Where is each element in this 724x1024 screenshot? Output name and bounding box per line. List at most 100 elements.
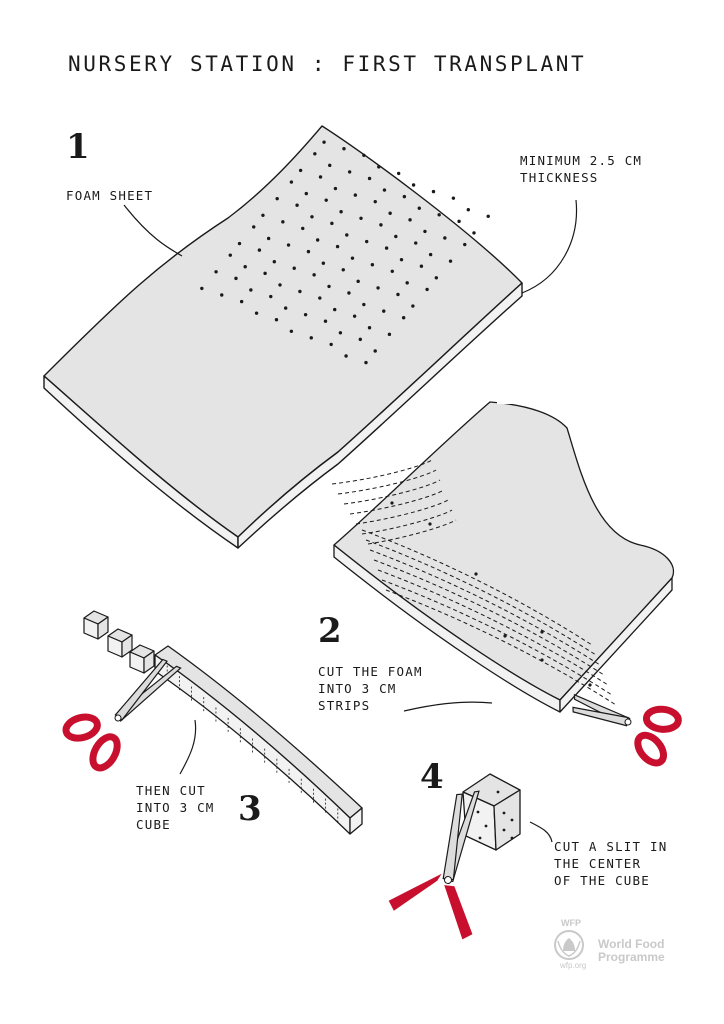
foam-hole xyxy=(263,272,266,275)
foam-hole xyxy=(316,238,319,241)
foam-hole xyxy=(503,634,506,637)
foam-hole xyxy=(333,308,336,311)
foam-hole xyxy=(383,188,386,191)
foam-hole xyxy=(356,280,359,283)
foam-hole xyxy=(330,222,333,225)
foam-hole xyxy=(278,283,281,286)
foam-hole xyxy=(354,193,357,196)
label-slit: CUT A SLIT IN THE CENTER OF THE CUBE xyxy=(554,838,667,889)
slit-leader xyxy=(530,822,552,842)
foam-hole xyxy=(229,253,232,256)
foam-hole xyxy=(334,187,337,190)
foam-hole xyxy=(255,311,258,314)
foam-hole xyxy=(318,296,321,299)
foam-hole xyxy=(319,175,322,178)
foam-hole xyxy=(503,829,506,832)
foam-hole xyxy=(293,267,296,270)
foam-hole xyxy=(429,253,432,256)
wfp-logo: WFP World Food Programme wfp.org xyxy=(552,918,692,974)
foam-hole xyxy=(477,811,480,814)
foam-hole xyxy=(281,220,284,223)
foam-hole xyxy=(588,683,591,686)
foam-hole xyxy=(249,288,252,291)
foam-hole xyxy=(347,291,350,294)
foam-hole xyxy=(220,293,223,296)
step-number-4: 4 xyxy=(420,760,444,794)
foam-hole xyxy=(390,501,393,504)
foam-hole xyxy=(540,658,543,661)
foam-hole xyxy=(345,233,348,236)
foam-hole xyxy=(376,286,379,289)
foam-hole xyxy=(485,825,488,828)
foam-hole xyxy=(385,246,388,249)
foam-hole xyxy=(312,273,315,276)
foam-hole xyxy=(243,265,246,268)
foam-hole xyxy=(362,154,365,157)
foam-hole xyxy=(402,316,405,319)
foam-hole xyxy=(342,147,345,150)
foam-hole xyxy=(423,230,426,233)
foam-hole xyxy=(388,333,391,336)
label-thickness: MINIMUM 2.5 CM THICKNESS xyxy=(520,152,642,186)
foam-hole xyxy=(362,303,365,306)
foam-hole xyxy=(414,241,417,244)
foam-hole xyxy=(463,243,466,246)
foam-hole xyxy=(374,200,377,203)
foam-hole xyxy=(432,190,435,193)
foam-hole xyxy=(304,313,307,316)
foam-hole xyxy=(408,218,411,221)
foam-hole xyxy=(411,304,414,307)
foam-hole xyxy=(267,237,270,240)
foam-hole xyxy=(511,819,514,822)
foam-hole xyxy=(359,338,362,341)
foam-hole xyxy=(284,306,287,309)
foam-hole xyxy=(339,210,342,213)
foam-hole xyxy=(479,837,482,840)
foam-hole xyxy=(301,227,304,230)
foam-hole xyxy=(382,309,385,312)
foam-hole xyxy=(511,837,514,840)
foam-hole xyxy=(400,258,403,261)
foam-strips-top xyxy=(334,402,673,700)
foam-sheet-leader xyxy=(124,205,182,256)
foam-hole xyxy=(388,212,391,215)
foam-hole xyxy=(252,225,255,228)
foam-hole xyxy=(238,242,241,245)
label-foam-sheet: FOAM SHEET xyxy=(66,187,153,204)
foam-hole xyxy=(394,235,397,238)
foam-hole xyxy=(328,164,331,167)
foam-hole xyxy=(322,262,325,265)
foam-hole xyxy=(487,215,490,218)
wfp-emblem-icon xyxy=(552,929,586,961)
foam-hole xyxy=(472,231,475,234)
foam-hole xyxy=(351,256,354,259)
foam-hole xyxy=(428,522,431,525)
foam-hole xyxy=(275,318,278,321)
foam-hole xyxy=(540,630,543,633)
foam-hole xyxy=(359,217,362,220)
foam-hole xyxy=(368,326,371,329)
foam-hole xyxy=(327,285,330,288)
foam-hole xyxy=(474,572,477,575)
foam-hole xyxy=(379,223,382,226)
thickness-leader xyxy=(522,200,577,293)
foam-hole xyxy=(396,293,399,296)
wfp-name: World Food Programme xyxy=(598,938,665,964)
foam-hole xyxy=(310,336,313,339)
step-number-3: 3 xyxy=(238,792,262,826)
foam-hole xyxy=(457,220,460,223)
foam-hole xyxy=(348,170,351,173)
foam-hole xyxy=(273,260,276,263)
foam-hole xyxy=(449,259,452,262)
foam-hole xyxy=(397,172,400,175)
foam-hole xyxy=(307,250,310,253)
foam-hole xyxy=(322,140,325,143)
wfp-url: wfp.org xyxy=(560,961,586,970)
foam-hole xyxy=(403,195,406,198)
foam-hole xyxy=(497,791,500,794)
foam-hole xyxy=(368,177,371,180)
foam-hole xyxy=(275,197,278,200)
label-cut-strips: CUT THE FOAM INTO 3 CM STRIPS xyxy=(318,663,423,714)
foam-hole xyxy=(329,343,332,346)
foam-hole xyxy=(295,204,298,207)
